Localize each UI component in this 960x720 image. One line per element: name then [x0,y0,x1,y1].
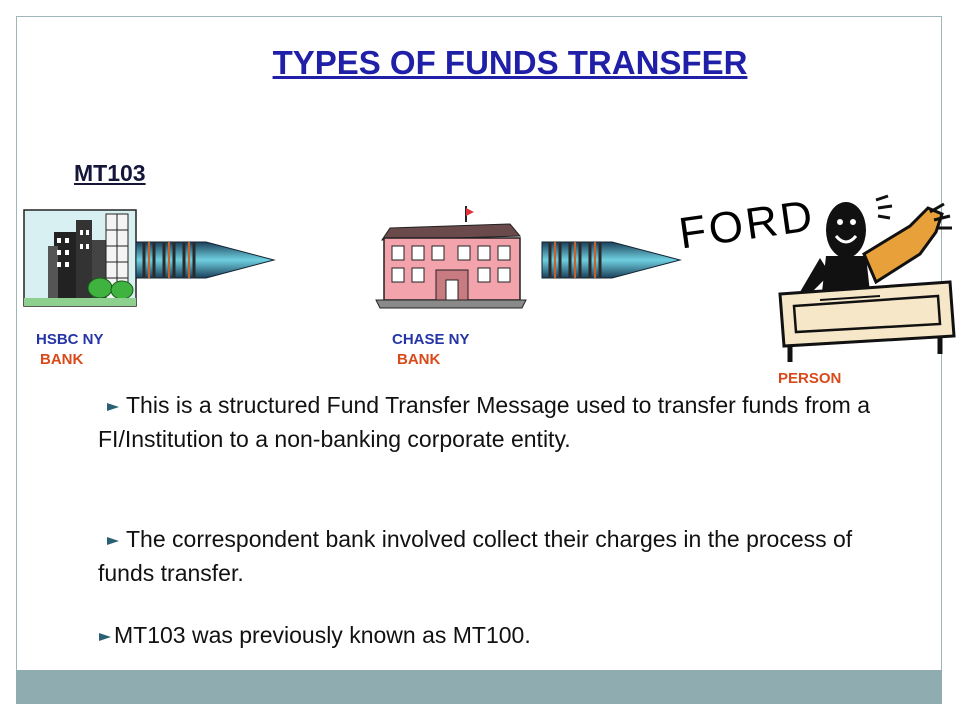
bullet-icon [107,402,119,411]
bullet-text-2: The correspondent bank involved collect … [98,526,853,586]
bullet-paragraph-3: MT103 was previously known as MT100. [98,618,878,652]
page-title: TYPES OF FUNDS TRANSFER [272,44,748,81]
section-subtitle: MT103 [74,160,146,186]
bullet-text-3: MT103 was previously known as MT100. [114,622,531,648]
person-figure-icon [778,194,956,362]
bullet-paragraph-1: This is a structured Fund Transfer Messa… [98,388,878,456]
chase-building-icon [375,206,527,309]
chase-bank-name: CHASE NY [392,331,470,348]
chase-bank-type: BANK [397,351,441,368]
hsbc-building-icon [23,209,137,307]
footer-bar [16,670,942,704]
hsbc-bank-type: BANK [40,351,84,368]
bullet-paragraph-2: The correspondent bank involved collect … [98,522,878,590]
hsbc-bank-label: HSBC NY BANK [36,330,104,370]
chase-bank-label: CHASE NY BANK [392,330,470,370]
transfer-arrow-1 [135,241,276,279]
hsbc-bank-name: HSBC NY [36,331,104,348]
transfer-arrow-2 [541,241,682,279]
bullet-text-1: This is a structured Fund Transfer Messa… [98,392,870,452]
bullet-icon [107,536,119,545]
person-type-label: PERSON [778,370,842,387]
bullet-icon [99,632,111,641]
